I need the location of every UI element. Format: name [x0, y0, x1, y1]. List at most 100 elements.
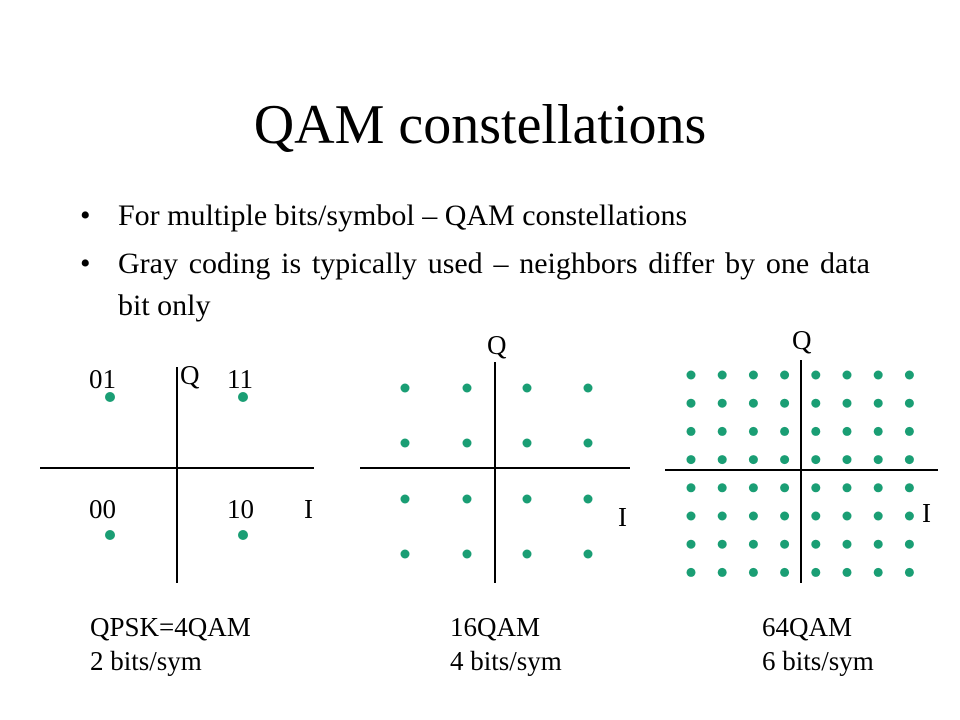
64qam-constellation-point [904, 567, 914, 577]
16qam-constellation-point [583, 549, 593, 559]
bullet-item: • For multiple bits/symbol – QAM constel… [80, 193, 870, 239]
64qam-constellation-point [748, 539, 758, 549]
64qam-constellation-point [842, 539, 852, 549]
16qam-constellation-point [462, 494, 472, 504]
qpsk-caption-rate: 2 bits/sym [90, 646, 202, 676]
64qam-constellation-point [717, 455, 727, 465]
64qam-constellation-point [873, 539, 883, 549]
64qam-caption: 64QAM 6 bits/sym [762, 610, 874, 678]
64qam-constellation-point [748, 483, 758, 493]
64qam-constellation-point [717, 567, 727, 577]
64qam-constellation-point [748, 511, 758, 521]
bullet-list: • For multiple bits/symbol – QAM constel… [80, 193, 870, 331]
64qam-constellation-point [842, 455, 852, 465]
bullet-dot-icon: • [80, 247, 91, 280]
64qam-constellation-point [780, 370, 790, 380]
64qam-constellation-point [686, 398, 696, 408]
qpsk-caption-name: QPSK=4QAM [90, 612, 251, 642]
16qam-constellation-point [522, 494, 532, 504]
qpsk-caption: QPSK=4QAM 2 bits/sym [90, 610, 251, 678]
64qam-constellation-point [842, 567, 852, 577]
16qam-caption-name: 16QAM [450, 612, 541, 642]
qpsk-point-label: 10 [227, 494, 254, 524]
64qam-constellation-point [811, 511, 821, 521]
64qam-constellation-point [686, 426, 696, 436]
64qam-constellation-point [842, 483, 852, 493]
16qam-constellation-point [462, 383, 472, 393]
64qam-constellation-point [686, 370, 696, 380]
64qam-constellation-point [686, 539, 696, 549]
qpsk-constellation-point [238, 392, 248, 402]
16qam-constellation-point [522, 438, 532, 448]
16qam-q-label: Q [487, 330, 507, 360]
constellation-points [105, 370, 914, 577]
16qam-constellation-point [462, 549, 472, 559]
64qam-i-label: I [922, 498, 931, 528]
64qam-constellation-point [904, 511, 914, 521]
qpsk-point-label: 01 [89, 364, 116, 394]
64qam-constellation-point [748, 455, 758, 465]
64qam-constellation-point [780, 398, 790, 408]
64qam-constellation-point [686, 455, 696, 465]
qpsk-i-label: I [304, 494, 313, 524]
64qam-constellation-point [811, 455, 821, 465]
16qam-caption-rate: 4 bits/sym [450, 646, 562, 676]
16qam-constellation-point [522, 549, 532, 559]
64qam-constellation-point [748, 567, 758, 577]
64qam-constellation-point [780, 539, 790, 549]
64qam-constellation-point [904, 398, 914, 408]
qpsk-point-label: 11 [227, 364, 253, 394]
64qam-constellation-point [780, 426, 790, 436]
bullet-item: • Gray coding is typically used – neighb… [80, 243, 870, 327]
16qam-constellation-point [462, 438, 472, 448]
64qam-constellation-point [873, 370, 883, 380]
qpsk-constellation-point [105, 530, 115, 540]
16qam-constellation-point [583, 494, 593, 504]
64qam-constellation-point [686, 511, 696, 521]
64qam-q-label: Q [792, 325, 812, 355]
64qam-constellation-point [686, 483, 696, 493]
bullet-dot-icon: • [80, 199, 91, 232]
64qam-constellation-point [717, 426, 727, 436]
64qam-constellation-point [811, 426, 821, 436]
16qam-constellation-point [400, 494, 410, 504]
qpsk-point-label: 00 [89, 494, 116, 524]
16qam-constellation-point [522, 383, 532, 393]
64qam-constellation-point [904, 426, 914, 436]
64qam-constellation-point [717, 370, 727, 380]
qpsk-q-label: Q [180, 360, 200, 390]
64qam-constellation-point [904, 539, 914, 549]
64qam-constellation-point [717, 539, 727, 549]
64qam-constellation-point [717, 511, 727, 521]
qpsk-constellation-point [238, 530, 248, 540]
qpsk-constellation-point [105, 392, 115, 402]
64qam-constellation-point [842, 511, 852, 521]
64qam-constellation-point [780, 567, 790, 577]
64qam-constellation-point [873, 398, 883, 408]
16qam-constellation-point [400, 549, 410, 559]
64qam-constellation-point [842, 370, 852, 380]
64qam-constellation-point [873, 483, 883, 493]
64qam-constellation-point [904, 483, 914, 493]
64qam-constellation-point [748, 370, 758, 380]
64qam-constellation-point [811, 539, 821, 549]
16qam-caption: 16QAM 4 bits/sym [450, 610, 562, 678]
64qam-constellation-point [811, 398, 821, 408]
64qam-constellation-point [811, 370, 821, 380]
64qam-constellation-point [873, 455, 883, 465]
64qam-caption-rate: 6 bits/sym [762, 646, 874, 676]
bullet-text: For multiple bits/symbol – QAM constella… [118, 199, 688, 232]
64qam-constellation-point [686, 567, 696, 577]
slide-title: QAM constellations [253, 94, 707, 156]
64qam-constellation-point [780, 455, 790, 465]
64qam-constellation-point [811, 483, 821, 493]
64qam-constellation-point [780, 511, 790, 521]
64qam-constellation-point [873, 426, 883, 436]
64qam-caption-name: 64QAM [762, 612, 853, 642]
bullet-text: Gray coding is typically used – neighbor… [118, 247, 870, 322]
16qam-constellation-point [400, 438, 410, 448]
64qam-constellation-point [717, 483, 727, 493]
64qam-constellation-point [748, 426, 758, 436]
64qam-constellation-point [873, 567, 883, 577]
